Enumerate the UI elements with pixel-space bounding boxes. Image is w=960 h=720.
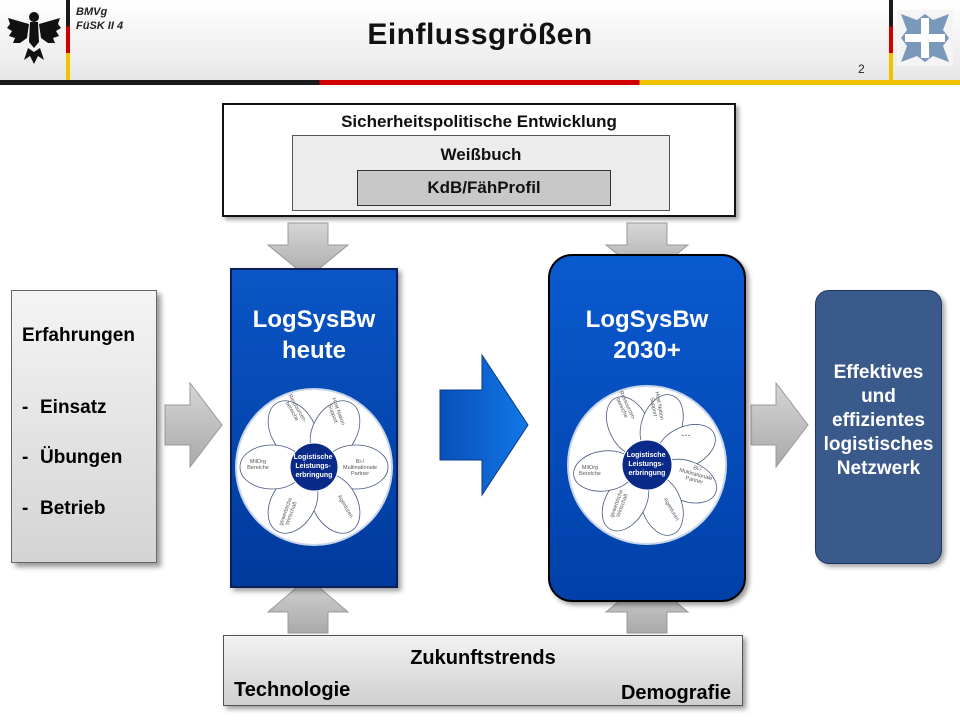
network-line: Netzwerk (836, 458, 921, 479)
transition-arrow (439, 353, 529, 497)
up-arrow-heute (266, 577, 350, 634)
white-paper-title: Weißbuch (440, 145, 522, 164)
iron-cross-icon (897, 10, 953, 66)
future-trends-title: Zukunftstrends (410, 647, 556, 669)
flower-center (621, 439, 673, 491)
petal-ellipsis: ... (681, 427, 690, 439)
experience-item-mission: -Einsatz (22, 397, 107, 419)
network-panel: Effektives und effizientes logistisches … (815, 290, 942, 564)
flower-center-label: Logistische Leistungs- erbringung (627, 452, 668, 477)
org-line1: BMVg (76, 6, 108, 18)
security-policy-title: Sicherheitspolitische Entwicklung (341, 112, 617, 131)
page-title: Einflussgrößen (367, 18, 593, 51)
network-line: und (861, 386, 896, 407)
logsys-today-title: LogSysBw heute (232, 304, 396, 366)
experience-item-label: Betrieb (40, 498, 106, 519)
list-dash: - (22, 498, 29, 519)
federal-eagle-icon (7, 12, 61, 64)
trend-demography: Demografie (620, 682, 731, 704)
flag-rule (0, 80, 960, 85)
network-text: Effektives und effizientes logistisches … (816, 361, 941, 481)
logsys-future-title: LogSysBw 2030+ (550, 304, 744, 366)
title-line: LogSysBw (252, 306, 376, 333)
white-paper-box: Weißbuch KdB/FähProfil (292, 135, 670, 211)
title-line: LogSysBw (585, 306, 709, 333)
flower-center-label: Logistische Leistungs- erbringung (294, 454, 335, 479)
list-dash: - (22, 447, 29, 468)
experience-item-operations: -Betrieb (22, 498, 105, 520)
future-trends-box: Zukunftstrends Technologie Demografie (223, 635, 743, 706)
org-label: BMVg FüSK II 4 (76, 5, 123, 33)
capability-profile-box: KdB/FähProfil (357, 170, 611, 206)
title-line: heute (281, 337, 346, 364)
right-arrow-experience (164, 381, 223, 469)
experience-panel: Erfahrungen -Einsatz -Übungen -Betrieb (11, 290, 157, 563)
flag-stripe-right (889, 0, 893, 80)
right-arrow-network (750, 381, 809, 469)
flower-center (289, 442, 339, 492)
network-line: Effektives (833, 362, 924, 383)
down-arrow-heute (266, 222, 350, 279)
flag-stripe-left (66, 0, 70, 80)
network-line: effizientes (832, 410, 925, 431)
network-flower-today: Ressourcen-bereiche Host NationSupport B… (235, 388, 393, 546)
trend-technology: Technologie (234, 679, 351, 701)
experience-item-label: Übungen (40, 447, 123, 468)
network-line: logistisches (823, 434, 934, 455)
network-flower-future: Ressourcen-bereiche Host NationSupport .… (567, 385, 727, 545)
title-line: 2030+ (613, 337, 681, 364)
list-dash: - (22, 397, 29, 418)
petal-label: Host NationSupport (648, 391, 665, 421)
slide-header: BMVg FüSK II 4 Einflussgrößen 2 (0, 0, 960, 84)
org-line2: FüSK II 4 (76, 20, 124, 32)
experience-item-exercises: -Übungen (22, 447, 122, 469)
experience-title: Erfahrungen (22, 325, 135, 346)
page-number: 2 (858, 62, 865, 76)
experience-item-label: Einsatz (40, 397, 107, 418)
security-policy-box: Sicherheitspolitische Entwicklung Weißbu… (222, 103, 736, 217)
